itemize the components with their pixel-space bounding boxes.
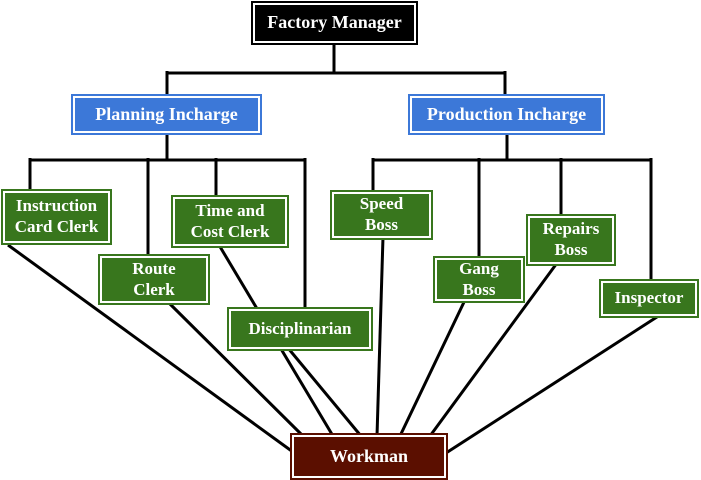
- node-repairs-boss: Repairs Boss: [526, 214, 616, 266]
- connector-speed-workman: [375, 236, 385, 437]
- node-time-and-cost-clerk-label: Time and Cost Clerk: [190, 200, 270, 241]
- node-gang-boss-label: Gang Boss: [459, 258, 499, 299]
- node-route-clerk-label: Route Clerk: [132, 258, 176, 299]
- node-instruction-card-clerk-label: Instruction Card Clerk: [14, 196, 99, 236]
- node-time-and-cost-clerk: Time and Cost Clerk: [171, 195, 289, 248]
- node-planning-incharge: Planning Incharge: [71, 94, 262, 135]
- node-instruction-card-clerk: Instruction Card Clerk: [1, 189, 112, 245]
- connector-gang-workman: [398, 299, 467, 437]
- node-workman: Workman: [290, 433, 448, 480]
- node-repairs-boss-label: Repairs Boss: [542, 219, 600, 259]
- node-speed-boss: Speed Boss: [330, 190, 433, 240]
- node-factory-manager: Factory Manager: [251, 1, 418, 45]
- node-inspector-label: Inspector: [614, 288, 684, 308]
- connector-inspector-workman: [445, 313, 661, 455]
- node-speed-boss-label: Speed Boss: [359, 194, 404, 234]
- connector-disciplinarian-workman: [286, 347, 363, 437]
- node-production-incharge: Production Incharge: [408, 94, 605, 135]
- node-production-incharge-label: Production Incharge: [426, 103, 587, 124]
- node-planning-incharge-label: Planning Incharge: [95, 103, 238, 124]
- connector-route-workman: [166, 300, 305, 438]
- node-gang-boss: Gang Boss: [433, 256, 525, 303]
- node-factory-manager-label: Factory Manager: [267, 12, 402, 33]
- node-workman-label: Workman: [329, 445, 408, 466]
- node-disciplinarian: Disciplinarian: [227, 307, 373, 351]
- connector-repairs-workman: [428, 262, 559, 437]
- connector-instruction-workman: [7, 243, 294, 454]
- node-disciplinarian-label: Disciplinarian: [248, 318, 352, 338]
- node-route-clerk: Route Clerk: [98, 254, 210, 305]
- node-inspector: Inspector: [599, 279, 699, 318]
